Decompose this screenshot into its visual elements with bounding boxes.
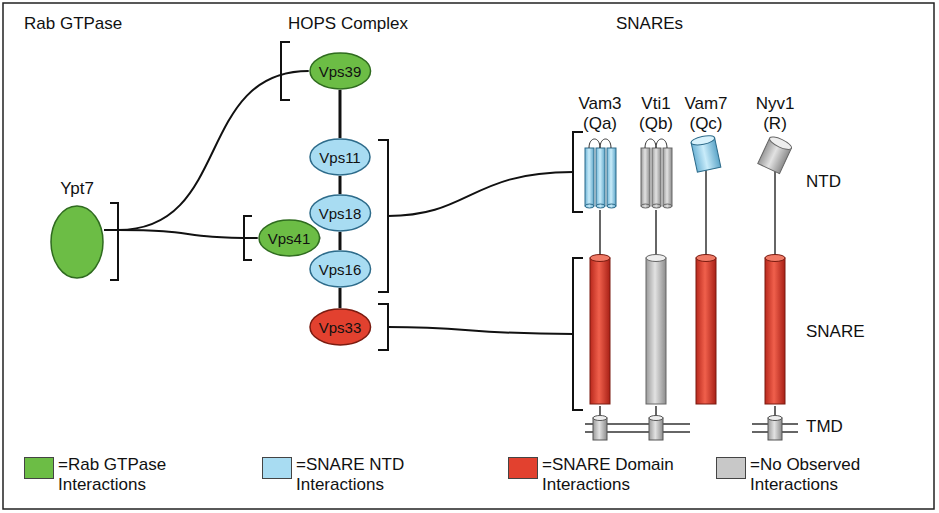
- frame: [3, 3, 934, 509]
- ntd-bundle: [641, 139, 672, 208]
- node-label: Vps33: [319, 319, 362, 336]
- node-label: Vps41: [268, 230, 311, 247]
- snare-name: Vam3: [578, 94, 621, 114]
- hops-subunit: Vps16: [309, 250, 372, 288]
- legend-swatch: [716, 457, 746, 479]
- domain-label: NTD: [806, 172, 841, 192]
- gtpase-node: Ypt7: [50, 179, 104, 279]
- hops-subunit: Vps41: [258, 219, 321, 257]
- section-heading: SNAREs: [616, 14, 683, 34]
- node-label: Vps18: [319, 205, 362, 222]
- subunit-link: [339, 176, 342, 194]
- interaction-curve: [104, 230, 258, 238]
- legend-swatch: [262, 457, 292, 479]
- hops-subunit: Vps11: [309, 138, 371, 176]
- hops-subunit: Vps18: [309, 194, 372, 232]
- legend-entry: =SNARE NTD Interactions: [262, 455, 436, 495]
- snare-name: Vti1: [641, 94, 670, 114]
- legend-entry: =No Observed Interactions: [716, 455, 900, 495]
- snare-name: Nyv1: [756, 94, 795, 114]
- node-label: Ypt7: [50, 179, 104, 199]
- tmd: [593, 416, 782, 441]
- snare-domains: [590, 255, 785, 405]
- interaction-curves: [388, 172, 573, 334]
- hops-subunit: Vps33: [309, 308, 372, 346]
- node-label: Vps16: [319, 261, 362, 278]
- legend-text: =SNARE NTD Interactions: [296, 455, 436, 495]
- interaction-curve: [104, 71, 309, 230]
- snare-name: (Qc): [689, 114, 722, 134]
- subunit-link: [338, 288, 341, 308]
- node-label: Vps39: [319, 63, 362, 80]
- brackets: [110, 42, 583, 410]
- legend-entry: =SNARE Domain Interactions: [508, 455, 692, 495]
- legend-text: =Rab GTPase Interactions: [58, 455, 176, 495]
- legend-text: =SNARE Domain Interactions: [542, 455, 692, 495]
- subunit-link: [338, 232, 341, 250]
- snare-name: (Qb): [639, 114, 673, 134]
- legend-swatch: [24, 457, 54, 479]
- section-heading: HOPS Complex: [288, 14, 408, 34]
- snare-name: (R): [763, 114, 787, 134]
- subunit-link: [338, 90, 341, 138]
- node-label: Vps11: [319, 149, 360, 166]
- hops-subunit: Vps39: [309, 52, 372, 90]
- ntd-cylinder: [758, 135, 793, 174]
- ntd-cylinder: [690, 134, 721, 172]
- snare-name: Vam7: [684, 94, 727, 114]
- domain-label: TMD: [806, 417, 843, 437]
- ntd-bundle: [585, 139, 616, 208]
- membrane: [585, 424, 798, 432]
- domain-label: SNARE: [806, 322, 865, 342]
- legend-text: =No Observed Interactions: [750, 455, 900, 495]
- section-heading: Rab GTPase: [24, 14, 122, 34]
- legend-swatch: [508, 457, 538, 479]
- linkers: [600, 170, 775, 418]
- legend-entry: =Rab GTPase Interactions: [24, 455, 176, 495]
- snare-name: (Qa): [583, 114, 617, 134]
